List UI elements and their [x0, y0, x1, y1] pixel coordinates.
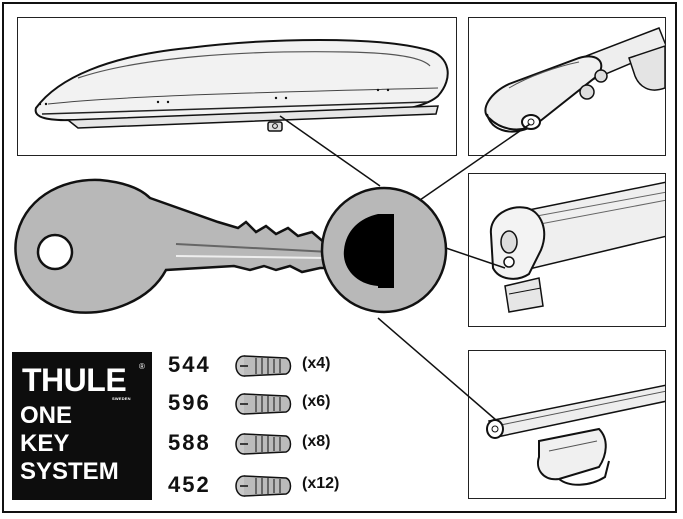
roof-bar-end-illustration: [489, 181, 665, 313]
cylinder-quantity: (x4): [302, 355, 331, 372]
rail-foot-panel: [468, 350, 666, 499]
thule-one-key-system-logo: THULE ® SWEDEN ONE KEY SYSTEM: [12, 352, 152, 500]
bar-end-panel: [468, 173, 666, 327]
logo-line-system: SYSTEM: [20, 458, 119, 485]
lock-cylinder-icon: [235, 433, 292, 455]
logo-line-one: ONE: [20, 402, 73, 429]
cylinder-quantity: (x8): [302, 433, 331, 450]
cylinder-code: 588: [168, 430, 211, 455]
cylinder-code: 544: [168, 352, 211, 377]
registered-mark: ®: [139, 362, 145, 371]
railing-foot-illustration: [486, 384, 665, 486]
logo-line-key: KEY: [20, 430, 70, 457]
brand-country: SWEDEN: [112, 396, 131, 401]
cylinder-quantity: (x12): [302, 475, 340, 492]
lock-cylinder-icon: [235, 355, 292, 377]
bar-foot-panel: [468, 17, 666, 156]
cylinder-quantity: (x6): [302, 393, 331, 410]
roof-box-panel: [17, 17, 457, 156]
lock-cylinder-icon: [235, 475, 292, 497]
cylinder-code: 596: [168, 390, 211, 415]
brand-name: THULE: [22, 362, 127, 398]
roof-box-illustration: [34, 39, 449, 132]
lock-cylinder-icon: [235, 393, 292, 415]
roof-bar-foot-illustration: [484, 27, 665, 133]
cylinder-code: 452: [168, 472, 211, 497]
